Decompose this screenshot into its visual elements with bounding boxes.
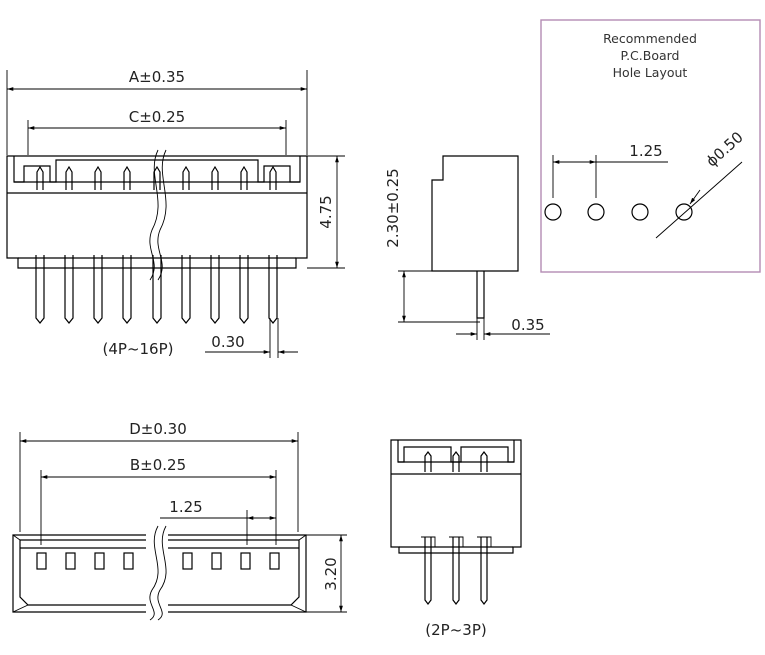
dim-height-label: 4.75 xyxy=(317,195,335,228)
pin-contact xyxy=(94,165,102,190)
pcb-title-line1: Recommended xyxy=(603,31,697,46)
pin-leg xyxy=(64,255,74,324)
dim-b-label: B±0.25 xyxy=(130,456,186,474)
pin-contact xyxy=(65,165,73,190)
pin-contact xyxy=(182,165,190,190)
pcb-layout: Recommended P.C.Board Hole Layout 1.25 ϕ… xyxy=(540,19,761,273)
front-view: A±0.35 C±0.25 4.75 0.30 (4P~16P) xyxy=(6,68,345,358)
pin-windows xyxy=(36,552,280,570)
pcb-title-line3: Hole Layout xyxy=(613,65,688,80)
pin-leg xyxy=(268,255,278,324)
dim-depth-label: 3.20 xyxy=(322,557,340,590)
side-view: 2.30±0.25 0.35 xyxy=(384,155,550,340)
pin-contact xyxy=(240,165,248,190)
pin-contact xyxy=(211,165,219,190)
pin-contact xyxy=(269,165,277,190)
side-housing xyxy=(431,155,519,272)
small-front-view: (2P~3P) xyxy=(390,439,522,639)
pcb-layout-border xyxy=(540,19,761,273)
small-housing xyxy=(390,439,522,554)
pin-leg xyxy=(35,255,45,324)
top-view: D±0.30 B±0.25 1.25 xyxy=(12,420,347,621)
dim-side-pin-label: 0.35 xyxy=(511,316,544,334)
pin-leg xyxy=(210,255,220,324)
pcb-hole xyxy=(587,203,605,221)
pin-contact xyxy=(123,165,131,190)
pcb-hole xyxy=(631,203,649,221)
pin-contact xyxy=(153,165,161,190)
dim-pin-width-label: 0.30 xyxy=(211,333,244,351)
dim-d-label: D±0.30 xyxy=(129,420,187,438)
dim-pitch-label: 1.25 xyxy=(169,498,202,516)
front-housing xyxy=(6,155,308,269)
pin-leg xyxy=(93,255,103,324)
pin-leg xyxy=(239,255,249,324)
pcb-title-line2: P.C.Board xyxy=(620,48,679,63)
pin-contact xyxy=(36,165,44,190)
pin-leg xyxy=(122,255,132,324)
front-pins xyxy=(35,165,278,324)
pcb-hole xyxy=(675,203,693,221)
dim-side-height-label: 2.30±0.25 xyxy=(384,168,402,247)
pcb-pitch-label: 1.25 xyxy=(629,142,662,160)
dim-c-label: C±0.25 xyxy=(129,108,185,126)
dim-a-label: A±0.35 xyxy=(129,68,185,86)
pin-leg xyxy=(152,255,162,324)
pin-leg xyxy=(181,255,191,324)
pcb-hole xyxy=(544,203,562,221)
range-label-large: (4P~16P) xyxy=(103,340,174,358)
range-label-small: (2P~3P) xyxy=(425,621,486,639)
